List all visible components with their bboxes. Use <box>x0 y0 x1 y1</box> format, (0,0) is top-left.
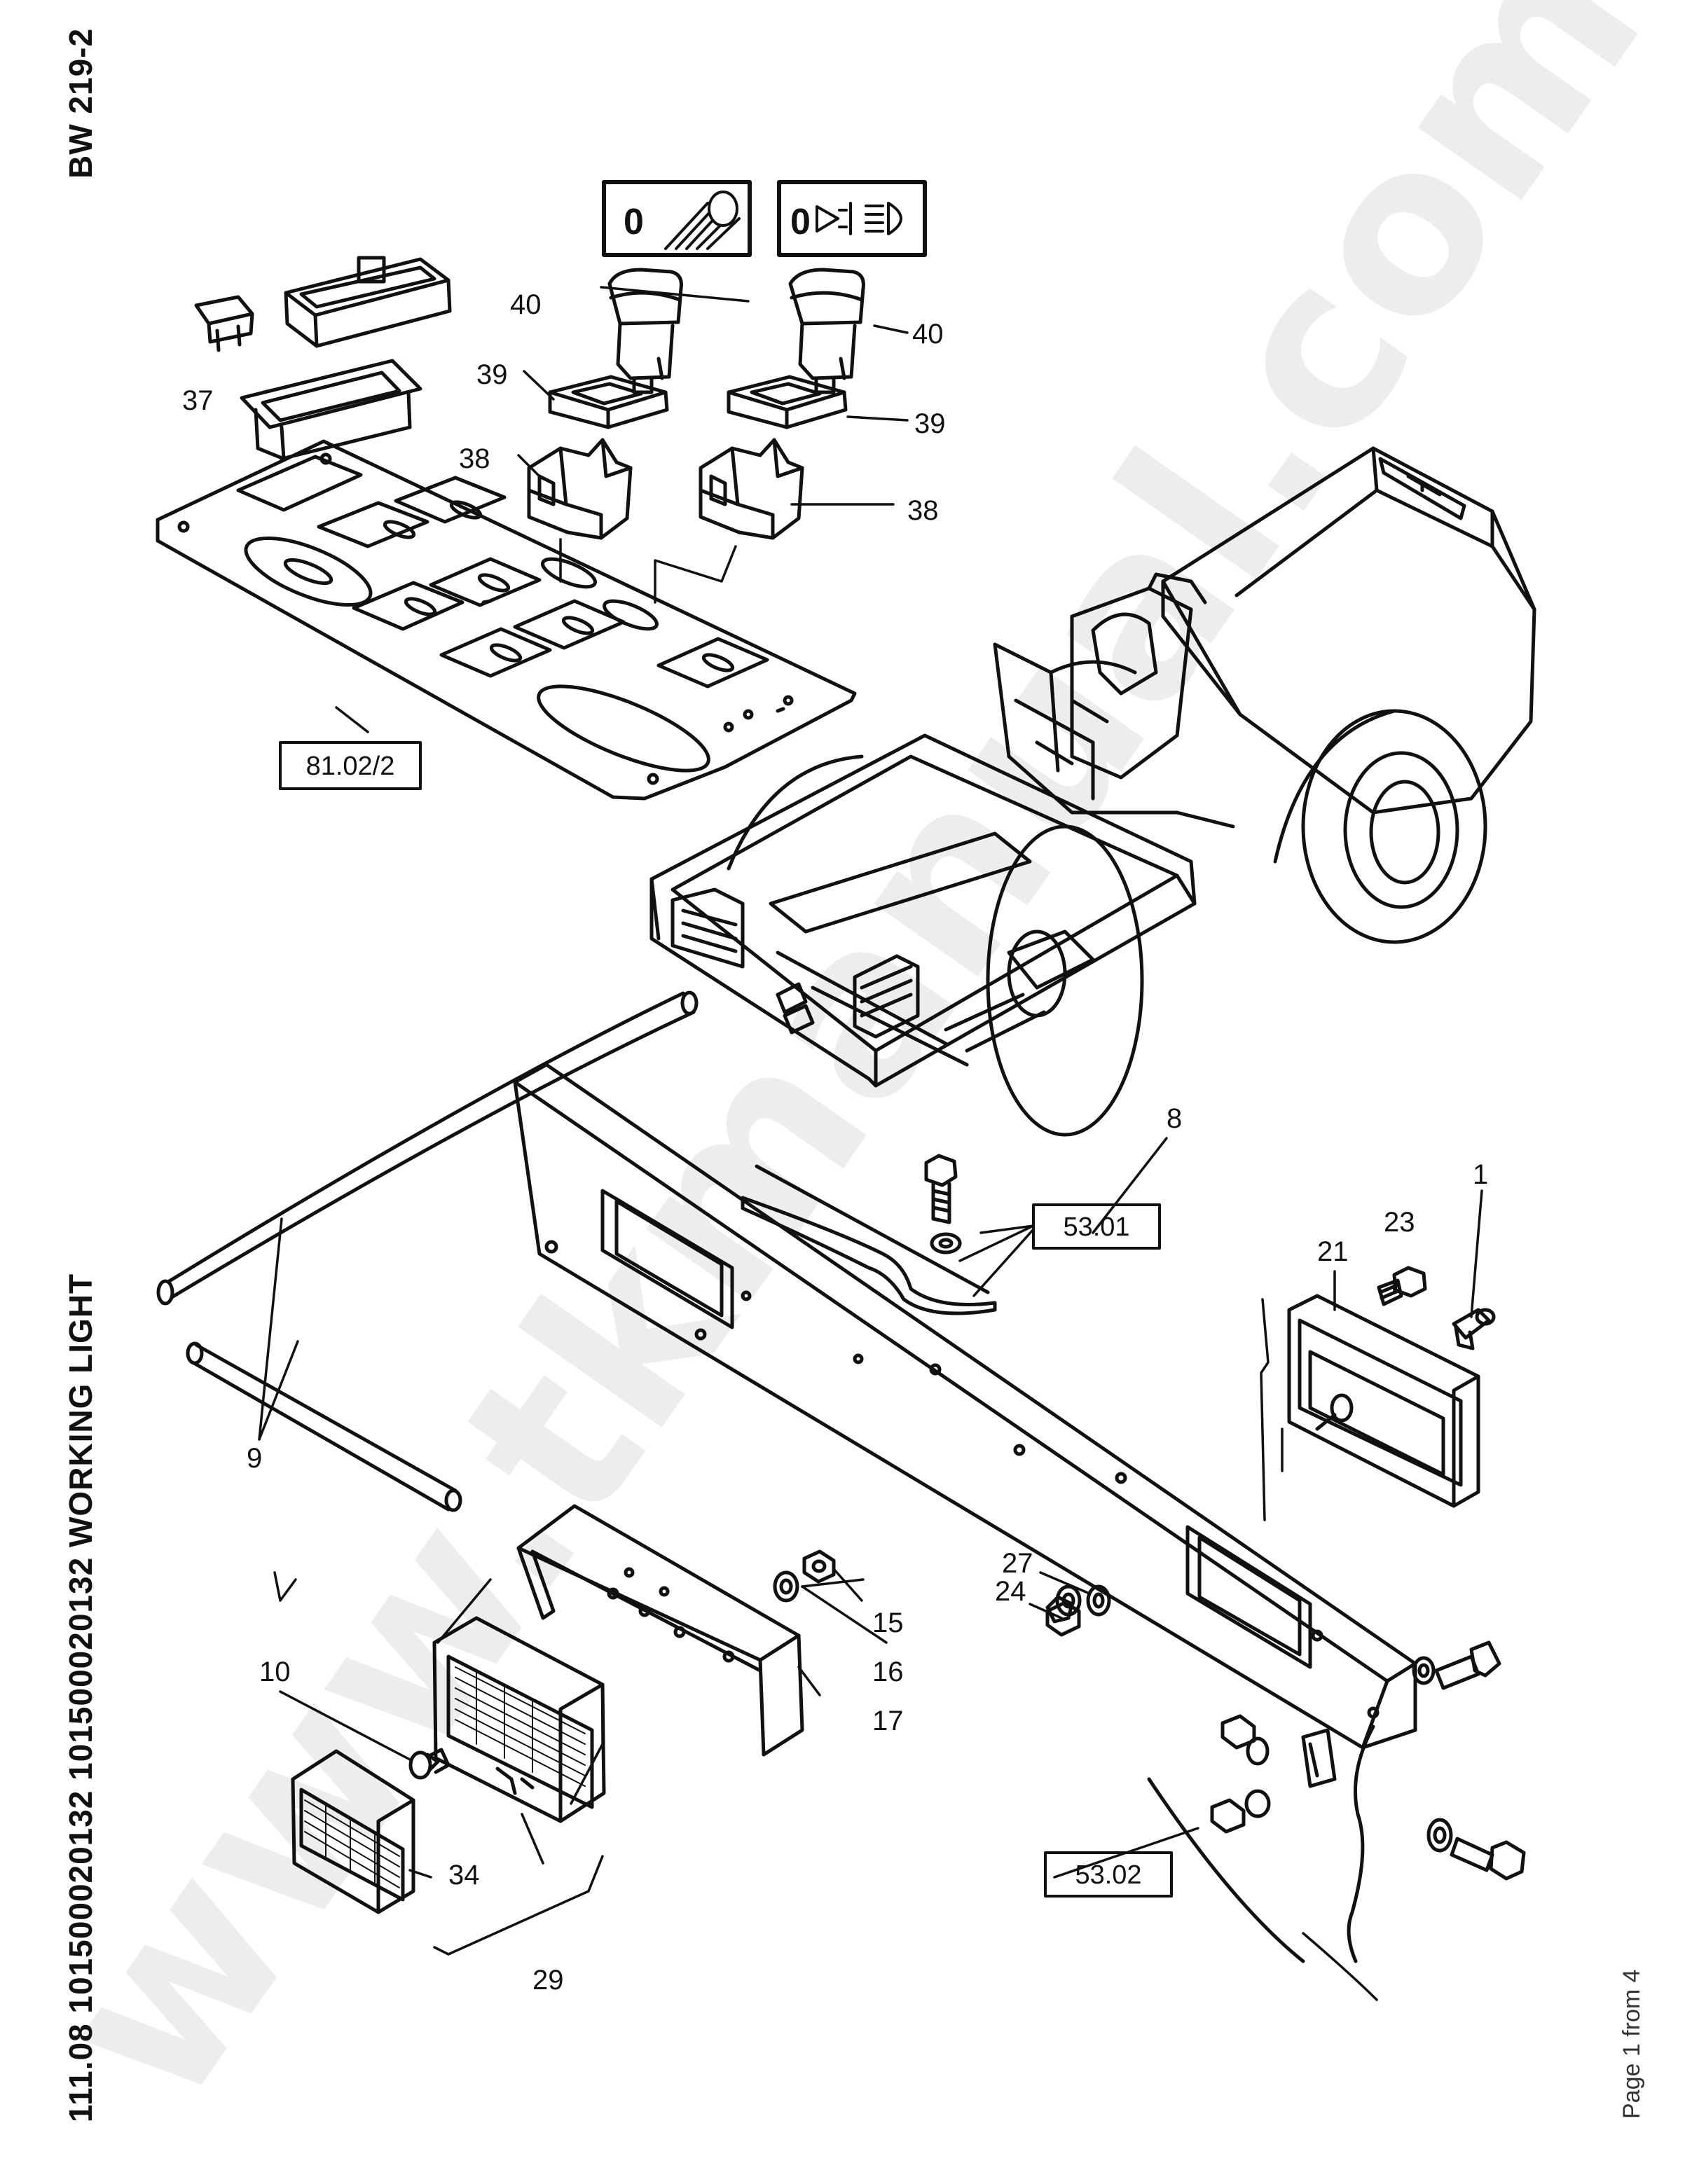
part-40-rocker-cap-right <box>788 268 865 394</box>
callout-1: 1 <box>1473 1159 1488 1190</box>
callout-40-right: 40 <box>912 319 944 350</box>
headlight-symbol-icon: 0 <box>777 180 927 257</box>
reference-box-81-02-2: 81.02/2 <box>279 741 422 790</box>
callout-23: 23 <box>1384 1207 1415 1238</box>
part-39-switch-frame-left <box>548 375 669 429</box>
reference-box-53-02: 53.02 <box>1044 1851 1173 1898</box>
callout-8: 8 <box>1167 1103 1182 1134</box>
part-37-clip <box>194 295 254 352</box>
mounting-hardware-right <box>1045 1584 1526 1963</box>
callout-21: 21 <box>1317 1236 1349 1267</box>
svg-text:81.02/2: 81.02/2 <box>306 752 395 781</box>
part-1-bulb <box>1452 1308 1496 1350</box>
svg-text:0: 0 <box>624 202 644 242</box>
callout-39-left: 39 <box>476 359 508 390</box>
svg-text:53.01: 53.01 <box>1063 1212 1129 1242</box>
callout-15: 15 <box>872 1608 904 1638</box>
callout-37: 37 <box>182 385 214 416</box>
bolt-53-01 <box>924 1154 962 1255</box>
model-code: BW 219-2 <box>62 27 99 179</box>
callout-labels: 1 8 9 10 15 16 17 21 23 24 27 29 34 37 3… <box>182 289 1488 1996</box>
switch-cover-frame <box>284 256 452 348</box>
part-38-switch-body-right <box>699 438 804 540</box>
part-10-bulb <box>408 1748 450 1780</box>
callout-17: 17 <box>872 1706 904 1736</box>
callout-16: 16 <box>872 1657 904 1687</box>
parts-24-27-nut-washer <box>1045 1584 1111 1637</box>
switch-cover-base <box>240 359 422 461</box>
callout-38-right: 38 <box>907 495 939 526</box>
callout-40-left: 40 <box>510 289 542 320</box>
leader-lines <box>258 286 1483 2001</box>
callout-38-left: 38 <box>459 443 490 474</box>
diagram-title: 111.08 101500020132 101500020132 WORKING… <box>62 1273 99 2122</box>
part-8-mounting-bracket <box>513 1063 1417 1750</box>
callout-9: 9 <box>247 1443 262 1474</box>
part-23-screw <box>1377 1266 1427 1306</box>
reference-box-53-01: 53.01 <box>1032 1203 1161 1250</box>
svg-text:53.02: 53.02 <box>1075 1860 1141 1890</box>
svg-text:0: 0 <box>790 202 811 242</box>
part-38-switch-body-left <box>527 438 633 540</box>
part-21-work-lamp-right <box>1287 1294 1480 1508</box>
part-39-switch-frame-right <box>727 375 848 429</box>
page-number: Page 1 from 4 <box>1618 1969 1645 2119</box>
cable-loop <box>741 1164 997 1315</box>
callout-39-right: 39 <box>914 408 946 439</box>
callout-10: 10 <box>259 1657 291 1687</box>
dashboard-panel-plate <box>156 439 857 801</box>
working-light-symbol-icon: 0 <box>602 180 752 257</box>
callout-29: 29 <box>532 1965 564 1996</box>
callout-34: 34 <box>448 1860 480 1891</box>
part-40-rocker-cap-left <box>607 268 683 394</box>
part-17-lamp-bracket <box>516 1504 804 1757</box>
parts-15-16-nut-washer <box>773 1549 836 1603</box>
callout-24: 24 <box>995 1576 1026 1607</box>
callout-27: 27 <box>1002 1548 1033 1579</box>
part-9-cable-tube <box>156 990 699 1512</box>
part-34-lamp-lens <box>291 1749 415 1914</box>
roller-compactor-machine <box>649 446 1536 1137</box>
